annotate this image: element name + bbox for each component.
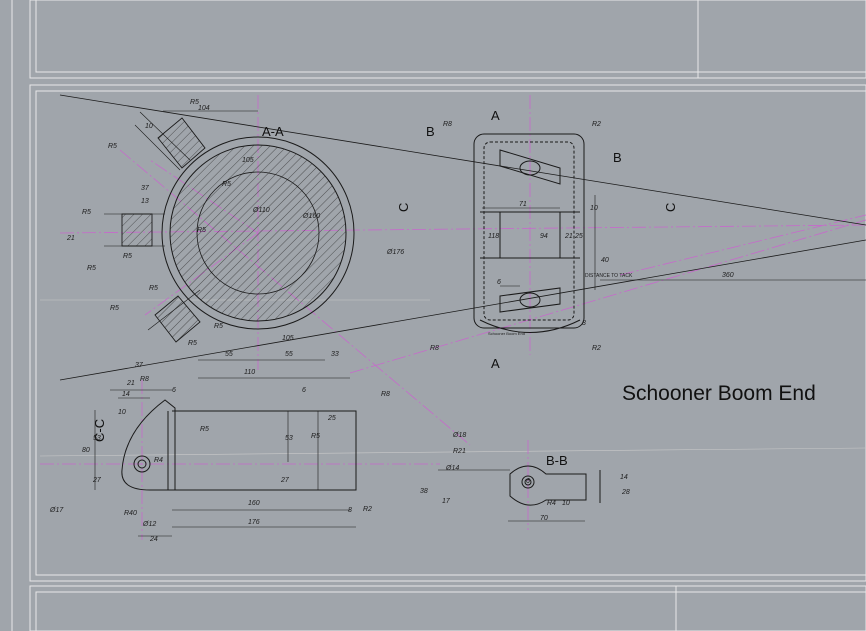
dim-text: R5: [108, 143, 117, 150]
dim-text: R5: [82, 209, 91, 216]
dim-text: 110: [244, 369, 255, 376]
dim-text: R4: [154, 457, 163, 464]
dim-text: 33: [331, 351, 339, 358]
dim-text: 27: [280, 477, 290, 484]
dim-text: R5: [110, 305, 119, 312]
dim-text: 13: [141, 198, 149, 205]
label-b-right: B: [613, 150, 622, 165]
dim-text: 176: [248, 519, 260, 526]
dim-text: 17: [442, 498, 451, 505]
section-labels: A-A B-B C-C A A B B C C Schooner Boom En…: [92, 108, 816, 468]
dim-text: 118: [488, 233, 499, 240]
dim-text: 24: [149, 536, 158, 543]
dim-text: R5: [214, 323, 223, 330]
dim-text: 80: [82, 447, 90, 454]
dim-text: 37: [141, 185, 150, 192]
part-label-note: Schooner Boom End: [488, 331, 525, 336]
dim-text: 105: [282, 335, 294, 342]
dim-text: 71: [519, 201, 527, 208]
dim-text: 37: [135, 362, 144, 369]
dim-text: R2: [592, 345, 601, 352]
dimension-texts: R5 104 10 R5 R5 105 Ø110 Ø160 Ø176 37 13…: [49, 99, 734, 543]
view-a: [473, 133, 585, 333]
dim-text: 14: [122, 391, 130, 398]
dim-text: R8: [443, 121, 452, 128]
dim-text: 14: [620, 474, 628, 481]
dim-text: R5: [222, 181, 231, 188]
dim-text: 10: [145, 123, 153, 130]
section-lines: [59, 94, 866, 381]
section-aa-view: [104, 111, 355, 343]
dim-text: Ø176: [386, 249, 404, 256]
dim-text: Ø17: [49, 507, 64, 514]
dim-text: Ø110: [252, 207, 270, 214]
dim-text: Ø12: [142, 521, 156, 528]
dim-text: 21: [66, 235, 75, 242]
dim-text: 104: [198, 105, 210, 112]
dim-text: 8: [582, 320, 586, 327]
section-cc-view: [121, 399, 357, 491]
dim-text: 70: [540, 515, 548, 522]
section-bb-view: [509, 465, 601, 506]
label-a-bottom: A: [491, 356, 500, 371]
dim-text: R5: [188, 340, 197, 347]
dim-text: 6: [497, 279, 501, 286]
dim-text: R5: [197, 227, 206, 234]
label-c-right: C: [663, 203, 678, 212]
label-aa: A-A: [262, 124, 284, 139]
dim-text: R2: [363, 506, 372, 513]
dim-text: 160: [248, 500, 260, 507]
distance-to-tack-note: DISTANCE TO TACK: [585, 273, 633, 279]
dim-text: 25: [574, 233, 583, 240]
dim-text: R5: [123, 253, 132, 260]
dim-text: R5: [190, 99, 199, 106]
dim-text: R5: [87, 265, 96, 272]
dim-text: R40: [124, 510, 137, 517]
dim-text: 27: [92, 477, 102, 484]
label-c-left: C: [396, 203, 411, 212]
dim-text: 28: [621, 489, 630, 496]
dim-text: 10: [590, 205, 598, 212]
dim-text: 6: [302, 387, 306, 394]
dim-text: 55: [285, 351, 293, 358]
label-cc: C-C: [92, 419, 107, 442]
dim-text: R5: [149, 285, 158, 292]
dim-text: 6: [172, 387, 176, 394]
dim-text: 105: [242, 157, 254, 164]
dim-text: 8: [348, 507, 352, 514]
dimension-lines: [94, 110, 866, 537]
dim-text: 53: [93, 435, 101, 442]
dim-text: R4: [547, 500, 556, 507]
dim-text: 21: [564, 233, 573, 240]
dim-text: 53: [285, 435, 293, 442]
dim-text: R21: [453, 448, 466, 455]
dim-text: 55: [225, 351, 233, 358]
label-b-left: B: [426, 124, 435, 139]
dim-text: R8: [430, 345, 439, 352]
label-a-top: A: [491, 108, 500, 123]
dim-text: Ø160: [302, 213, 320, 220]
dim-text: R2: [592, 121, 601, 128]
dim-text: 40: [601, 257, 609, 264]
drawing-title: Schooner Boom End: [622, 382, 816, 405]
dim-text: 10: [118, 409, 126, 416]
dim-text: 25: [327, 415, 336, 422]
dim-text: 21: [126, 380, 135, 387]
dim-text: R8: [381, 391, 390, 398]
dim-text: R5: [311, 433, 320, 440]
label-bb: B-B: [546, 453, 568, 468]
dim-text: Ø14: [445, 465, 459, 472]
dim-text: 94: [540, 233, 548, 240]
dim-text: 360: [722, 272, 734, 279]
sheet-frame: [11, 0, 866, 631]
dim-text: 6: [526, 478, 530, 485]
dim-text: R5: [200, 426, 209, 433]
dim-text: Ø18: [452, 432, 466, 439]
dim-text: R8: [140, 376, 149, 383]
dim-text: 38: [420, 488, 428, 495]
dim-text: 10: [562, 500, 570, 507]
